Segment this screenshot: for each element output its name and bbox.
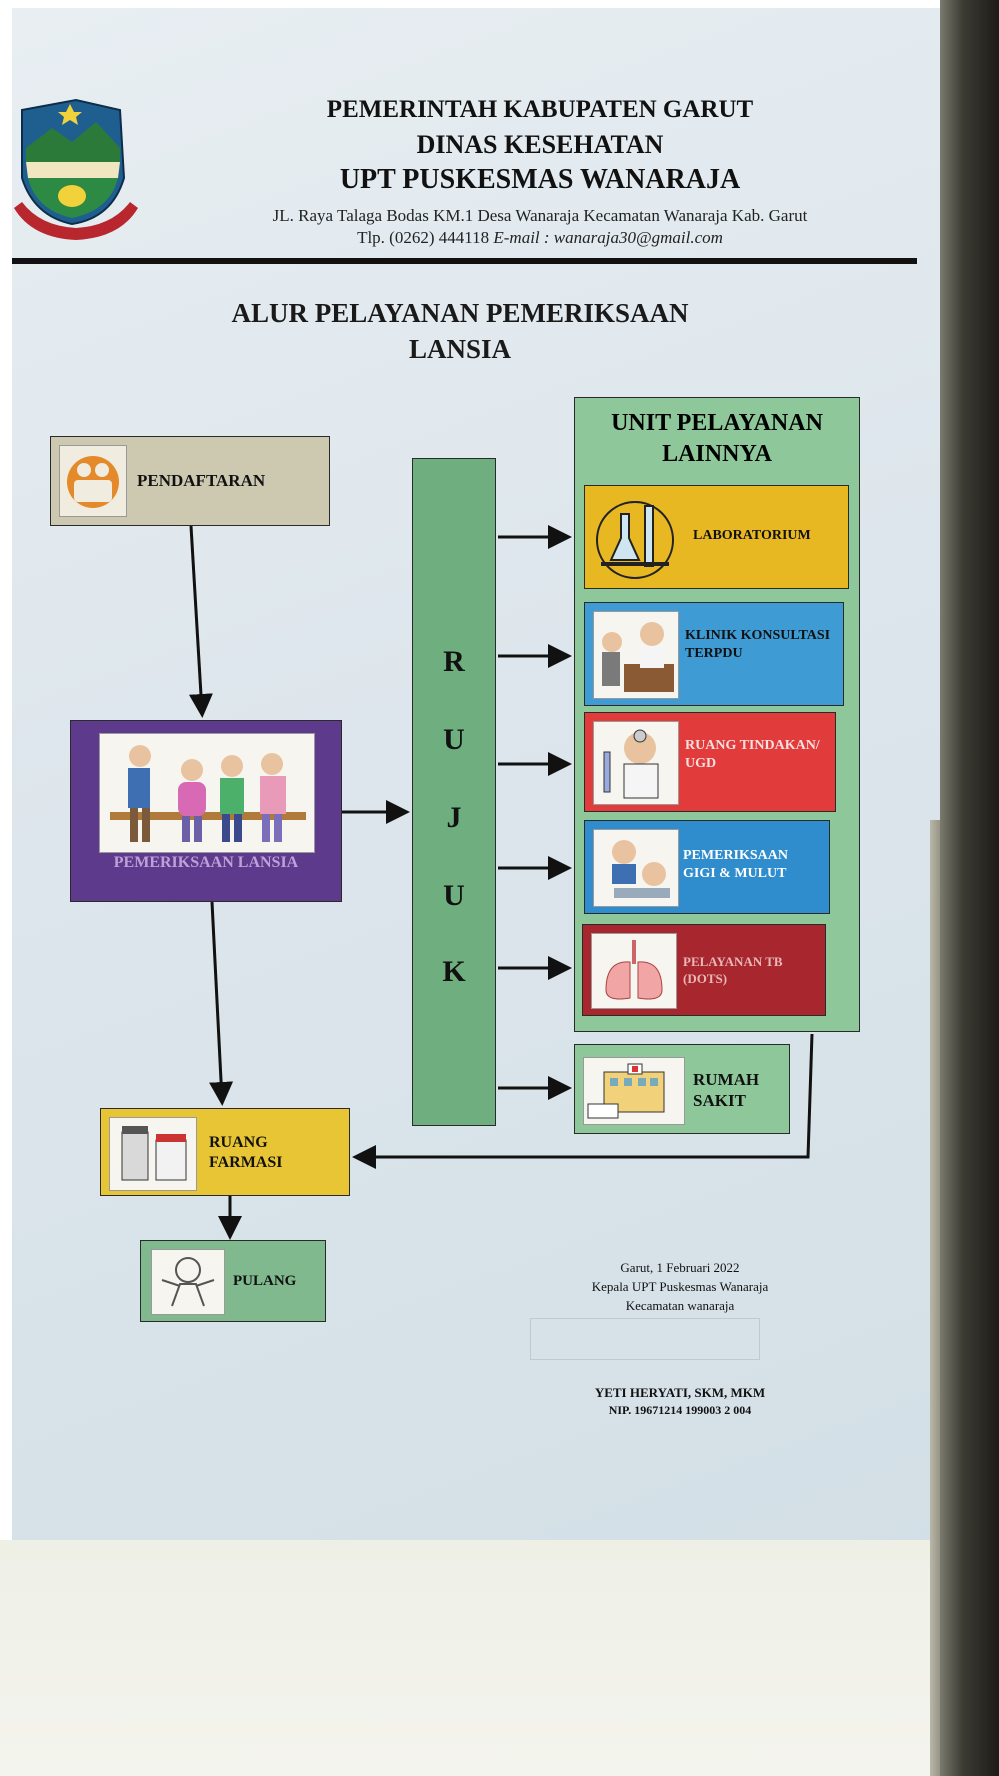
wall-background [0, 1540, 999, 1776]
rujuk-letter-4: U [443, 879, 465, 912]
door-frame [940, 0, 999, 1776]
header-address: JL. Raya Talaga Bodas KM.1 Desa Wanaraja… [272, 206, 808, 225]
ruang-tindakan-box: RUANG TINDAKAN/ UGD [584, 712, 836, 812]
rujuk-letter-3: J [446, 801, 462, 834]
pulang-label: PULANG [233, 1273, 297, 1289]
signature-place-date: Garut, 1 Februari 2022 [620, 1260, 740, 1275]
pulang-box: PULANG [140, 1240, 326, 1322]
header-divider [12, 258, 917, 264]
rujuk-column: R U J U K [412, 458, 496, 1126]
arrow-pendaftaran-to-pemeriksaan [188, 525, 213, 718]
gigi-mulut-label: PEMERIKSAAN GIGI & MULUT [683, 848, 789, 881]
header-phone: Tlp. (0262) 444118 [357, 228, 490, 247]
pelayanan-tb-box: PELAYANAN TB (DOTS) [582, 924, 826, 1016]
rumah-sakit-box: RUMAH SAKIT [574, 1044, 790, 1134]
lab-flask-icon [593, 494, 677, 580]
flow-title-line2: LANSIA [408, 334, 512, 364]
klinik-konsultasi-label: KLINIK KONSULTASI TERPDU [685, 628, 831, 661]
signature-district: Kecamatan wanaraja [625, 1298, 735, 1313]
rujuk-letter-5: K [442, 955, 466, 988]
pendaftaran-label: PENDAFTARAN [137, 471, 266, 490]
doctor-consultation-illustration [593, 611, 679, 699]
elderly-group-illustration [99, 733, 315, 853]
laboratorium-box: LABORATORIUM [584, 485, 849, 589]
signature-nip: NIP. 19671214 199003 2 004 [608, 1403, 752, 1417]
ruang-tindakan-label: RUANG TINDAKAN/ UGD [685, 738, 820, 771]
header-department: DINAS KESEHATAN [416, 130, 664, 159]
header-government: PEMERINTAH KABUPATEN GARUT [326, 96, 754, 123]
header-puskesmas: UPT PUSKESMAS WANARAJA [339, 164, 741, 195]
pendaftaran-box: PENDAFTARAN [50, 436, 330, 526]
rujuk-letter-1: R [443, 645, 465, 678]
rumah-sakit-label: RUMAH SAKIT [693, 1070, 760, 1110]
arrow-unit-to-farmasi [352, 1033, 814, 1169]
hospital-illustration [583, 1057, 685, 1125]
rujuk-letter-2: U [443, 723, 465, 756]
lungs-illustration [591, 933, 677, 1009]
going-home-illustration [151, 1249, 225, 1315]
ruang-farmasi-box: RUANG FARMASI [100, 1108, 350, 1196]
klinik-konsultasi-box: KLINIK KONSULTASI TERPDU [584, 602, 844, 706]
medicine-bottles-illustration [109, 1117, 197, 1191]
gigi-mulut-box: PEMERIKSAAN GIGI & MULUT [584, 820, 830, 914]
signature-name: YETI HERYATI, SKM, MKM [594, 1385, 766, 1400]
laboratorium-label: LABORATORIUM [693, 528, 811, 543]
header-email: E-mail : wanaraja30@gmail.com [493, 228, 723, 247]
header-contact: Tlp. (0262) 444118 E-mail : wanaraja30@g… [150, 228, 930, 248]
stamp-mark [530, 1318, 760, 1360]
registration-illustration [59, 445, 127, 517]
unit-pelayanan-title: UNIT PELAYANAN LAINNYA [611, 410, 823, 467]
garut-logo [12, 98, 140, 250]
pemeriksaan-lansia-label: PEMERIKSAAN LANSIA [113, 854, 299, 871]
doctor-syringe-illustration [593, 721, 679, 805]
dental-exam-illustration [593, 829, 679, 907]
flow-title-line1: ALUR PELAYANAN PEMERIKSAAN [231, 298, 689, 328]
arrow-pemeriksaan-to-farmasi [209, 901, 234, 1106]
pelayanan-tb-label: PELAYANAN TB (DOTS) [683, 954, 783, 986]
pemeriksaan-lansia-box: PEMERIKSAAN LANSIA [70, 720, 342, 902]
signature-role: Kepala UPT Puskesmas Wanaraja [591, 1279, 769, 1294]
ruang-farmasi-label: RUANG FARMASI [209, 1134, 283, 1171]
